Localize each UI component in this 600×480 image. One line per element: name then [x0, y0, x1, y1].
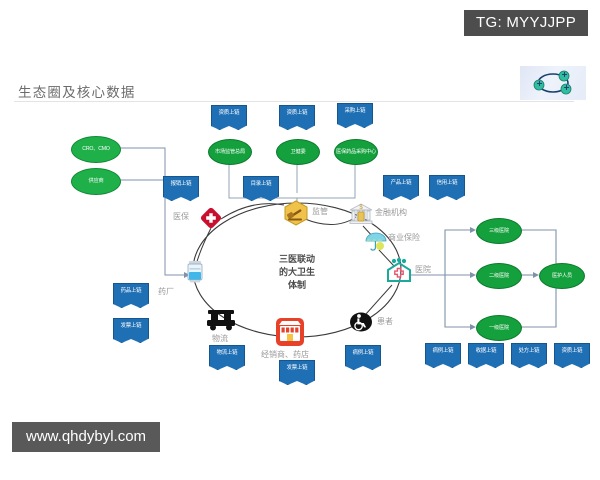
- gavel-hexagon-icon: [283, 200, 309, 226]
- label-logistics: 物流: [212, 334, 228, 343]
- banner-reimbursement-chain[interactable]: 报销上链: [163, 176, 199, 201]
- page-title: 生态圈及核心数据: [18, 85, 136, 100]
- banner-invoice-chain-left[interactable]: 发票上链: [113, 318, 149, 343]
- banner-receipt-chain[interactable]: 收据上链: [468, 343, 504, 368]
- vial-icon: [184, 259, 206, 285]
- ellipse-health-commission[interactable]: 卫健委: [276, 139, 320, 165]
- tg-watermark-tag: TG: MYYJJPP: [464, 10, 588, 36]
- truck-icon: [206, 308, 236, 332]
- banner-procurement-chain[interactable]: 采购上链: [337, 103, 373, 128]
- banner-case-chain-right[interactable]: 病例上链: [425, 343, 461, 368]
- banner-case-chain-bottom[interactable]: 病例上链: [345, 345, 381, 370]
- wheelchair-icon: [349, 310, 373, 334]
- label-medical-insurance: 医保: [173, 212, 189, 221]
- label-distributor-pharmacy: 经销商、药店: [261, 350, 309, 359]
- ellipse-secondary-hospital[interactable]: 二级医院: [476, 263, 522, 289]
- red-cross-icon: [200, 207, 222, 229]
- center-line-2: 的大卫生: [278, 267, 315, 278]
- bank-icon: $: [348, 201, 374, 227]
- label-financial-institution: 金融机构: [375, 208, 407, 217]
- label-patient: 患者: [377, 317, 393, 326]
- umbrella-icon: [364, 229, 388, 253]
- banner-logistics-chain[interactable]: 物流上链: [209, 345, 245, 370]
- center-line-3: 体制: [287, 280, 306, 291]
- svg-text:$: $: [359, 205, 363, 211]
- banner-catalog-chain[interactable]: 目录上链: [243, 176, 279, 201]
- site-url-watermark: www.qhdybyl.com: [12, 422, 161, 452]
- ellipse-tertiary-hospital[interactable]: 三级医院: [476, 218, 522, 244]
- banner-qualification-chain-right[interactable]: 资质上链: [554, 343, 590, 368]
- blockchain-nodes-logo: [520, 66, 586, 100]
- ellipse-insurance-procurement-center[interactable]: 医保药品采购中心: [334, 139, 378, 165]
- hospital-icon: [385, 257, 413, 285]
- label-hospital: 医院: [415, 265, 431, 274]
- banner-drug-chain[interactable]: 药品上链: [113, 283, 149, 308]
- center-line-1: 三医联动: [278, 254, 315, 264]
- header-divider: [14, 101, 574, 102]
- label-drug-factory: 药厂: [158, 287, 174, 296]
- ellipse-supplier[interactable]: 供应商: [71, 168, 121, 195]
- label-supervision: 监管: [312, 207, 328, 216]
- ellipse-primary-hospital[interactable]: 一级医院: [476, 315, 522, 341]
- banner-prescription-chain[interactable]: 处方上链: [511, 343, 547, 368]
- center-concept-label: 三医联动 的大卫生 体制: [248, 253, 346, 292]
- storefront-icon: [275, 317, 305, 347]
- ellipse-medical-staff[interactable]: 医护人员: [539, 263, 585, 289]
- label-commercial-insurance: 商业保险: [388, 233, 420, 242]
- ellipse-cro-cmo[interactable]: CRO、CMO: [71, 136, 121, 163]
- ellipse-market-supervision-bureau[interactable]: 市场监管总局: [208, 139, 252, 165]
- ecosystem-diagram: 三医联动 的大卫生 体制 资质上链 资质上链 采购上链 市场监管总局 卫健委 医…: [0, 95, 600, 425]
